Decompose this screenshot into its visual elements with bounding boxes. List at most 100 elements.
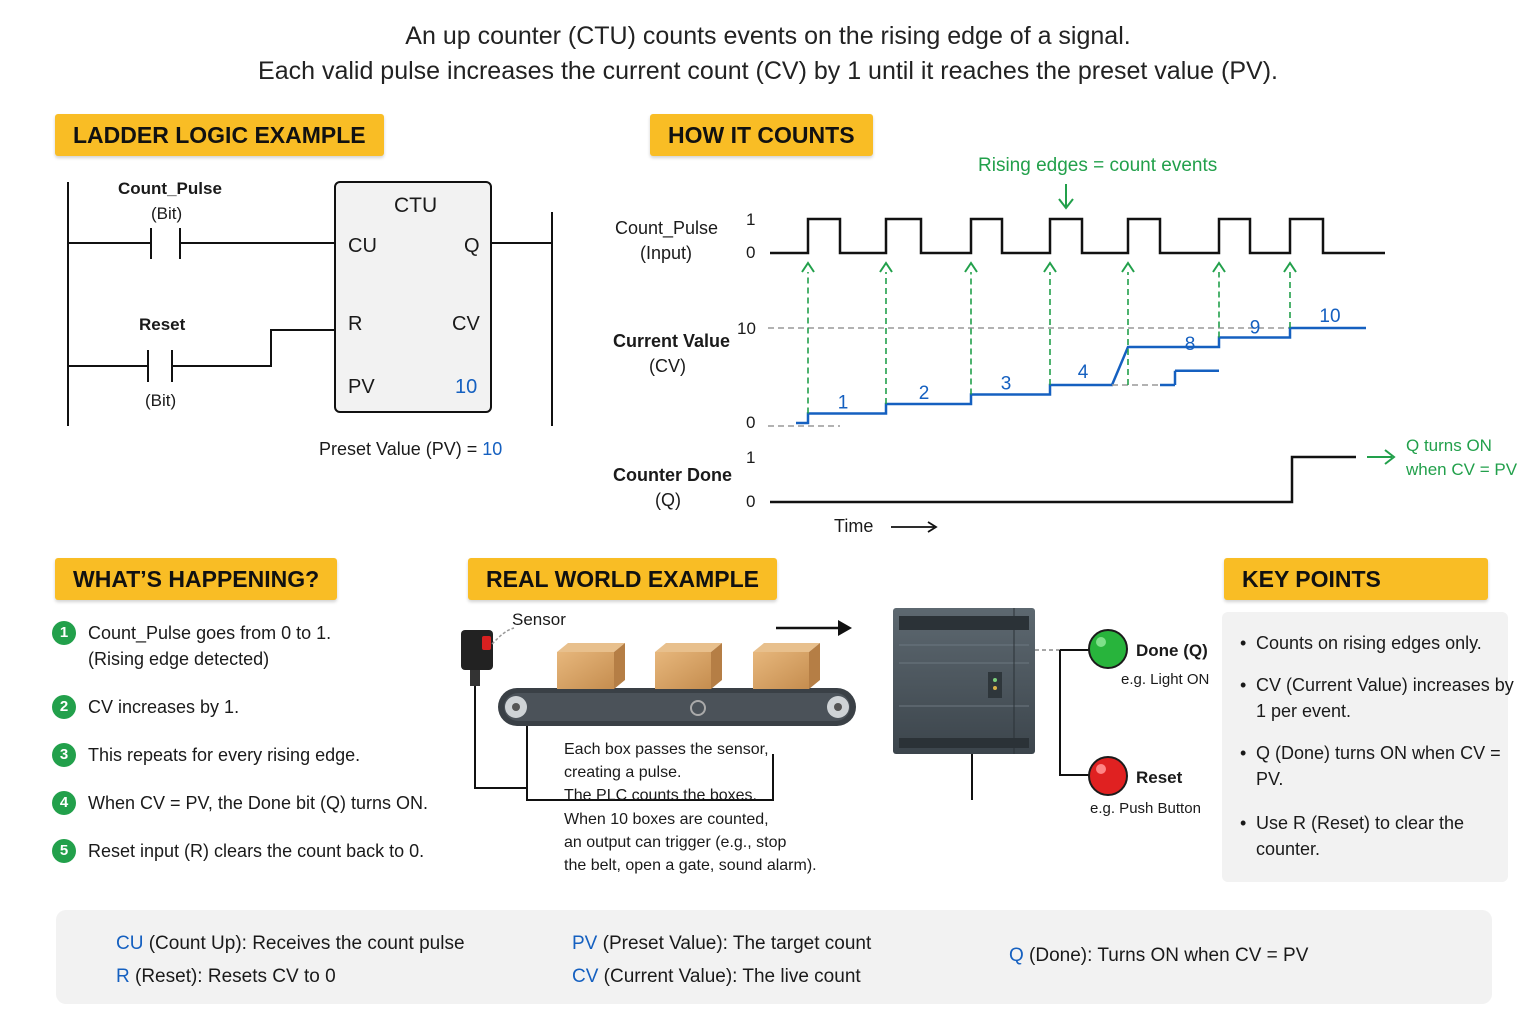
rising-edge-pointer-head <box>1058 198 1074 210</box>
section-how-it-counts: HOW IT COUNTS <box>650 114 873 156</box>
reset-button-label: Reset <box>1136 768 1183 787</box>
reset-button-icon <box>1088 756 1128 796</box>
cv-step-line <box>796 326 1366 425</box>
ctu-cv-pin: CV <box>452 313 480 335</box>
cv-axis-10: 10 <box>737 319 756 338</box>
real-world-illustration <box>461 608 1128 801</box>
step-text: Reset input (R) clears the count back to… <box>88 841 425 861</box>
done-q-sub: e.g. Light ON <box>1121 671 1210 688</box>
cv-axis-0: 0 <box>746 413 756 432</box>
done-label-sub: (Q) <box>655 490 681 510</box>
done-label: Counter Done <box>613 465 732 485</box>
cv-label: Current Value <box>613 331 731 351</box>
step-number-badge: 4 <box>52 791 76 815</box>
step-item: 5 Reset input (R) clears the count back t… <box>52 838 452 864</box>
description-line: creating a pulse. <box>564 764 682 782</box>
reset-label: Reset <box>139 315 186 334</box>
key-point-item: Use R (Reset) to clear the counter. <box>1240 810 1518 862</box>
section-whats-happening: WHAT’S HAPPENING? <box>55 558 338 600</box>
preset-value-caption: Preset Value (PV) = 10 <box>319 439 503 459</box>
input-axis-0: 0 <box>746 243 756 262</box>
ctu-r-pin: R <box>348 313 363 335</box>
box-icon <box>655 643 722 689</box>
input-label: Count_Pulse <box>615 218 719 238</box>
cv-step-label: 9 <box>1250 318 1261 339</box>
key-point-item: CV (Current Value) increases by 1 per ev… <box>1240 672 1518 724</box>
timing-chart: 1 2 3 4 8 9 10 <box>768 184 1396 533</box>
step-number-badge: 3 <box>52 743 76 767</box>
rising-edge-arrowhead <box>1121 261 1135 273</box>
rising-edge-arrowhead <box>1283 261 1297 273</box>
step-number-badge: 2 <box>52 695 76 719</box>
step-item: 3 This repeats for every rising edge. <box>52 742 452 768</box>
plc-icon <box>893 608 1035 754</box>
description-line: the belt, open a gate, sound alarm). <box>564 857 817 875</box>
count-pulse-bit: (Bit) <box>151 204 183 223</box>
intro-line-2: Each valid pulse increases the current c… <box>258 57 1278 85</box>
count-pulse-label: Count_Pulse <box>118 179 222 198</box>
key-point-item: Q (Done) turns ON when CV = PV. <box>1240 740 1518 792</box>
legend-q: Q (Done): Turns ON when CV = PV <box>1009 945 1309 966</box>
done-light-icon <box>1088 629 1128 669</box>
step-text: Count_Pulse goes from 0 to 1. <box>88 623 332 643</box>
rising-edge-arrowhead <box>879 261 893 273</box>
step-item: 4 When CV = PV, the Done bit (Q) turns ON… <box>52 790 452 816</box>
cv-step-label: 4 <box>1078 362 1089 383</box>
q-note-arrowhead <box>1384 449 1396 465</box>
cv-step-label: 8 <box>1185 334 1196 355</box>
step-text: When CV = PV, the Done bit (Q) turns ON. <box>88 793 428 813</box>
ctu-q-pin: Q <box>464 235 480 257</box>
box-icon <box>557 643 625 689</box>
rising-edge-arrowhead <box>964 261 978 273</box>
cv-label-sub: (CV) <box>649 356 686 376</box>
step-text-sub: (Rising edge detected) <box>88 649 270 669</box>
reset-bit: (Bit) <box>145 391 177 410</box>
description-line: an output can trigger (e.g., stop <box>564 833 787 851</box>
rising-edge-arrowhead <box>1043 261 1057 273</box>
step-item: 2 CV increases by 1. <box>52 694 452 720</box>
real-world-description: Each box passes the sensor,creating a pu… <box>564 738 864 877</box>
step-number-badge: 5 <box>52 839 76 863</box>
input-label-sub: (Input) <box>640 243 693 263</box>
ctu-pv-value: 10 <box>455 376 478 398</box>
section-ladder: LADDER LOGIC EXAMPLE <box>55 114 384 156</box>
arrow-right-icon <box>776 620 852 636</box>
cv-step-label: 10 <box>1319 306 1340 327</box>
sensor-icon <box>461 630 493 686</box>
done-q-label: Done (Q) <box>1136 641 1208 660</box>
description-line: The PLC counts the boxes. <box>564 787 757 805</box>
time-axis-label: Time <box>834 516 874 536</box>
sensor-label: Sensor <box>512 610 566 629</box>
section-key-points: KEY POINTS <box>1224 558 1488 600</box>
rising-edge-arrowhead <box>1212 261 1226 273</box>
intro-line-1: An up counter (CTU) counts events on the… <box>405 22 1131 50</box>
q-waveform <box>770 455 1356 504</box>
q-note-line-1: Q turns ON <box>1406 436 1492 455</box>
legend-pv: PV (Preset Value): The target count <box>572 933 872 954</box>
rising-edges-label: Rising edges = count events <box>978 155 1218 176</box>
legend-r: R (Reset): Resets CV to 0 <box>116 966 336 987</box>
rising-edge-arrowhead <box>801 261 815 273</box>
q-note-line-2: when CV = PV <box>1406 460 1518 479</box>
reset-button-sub: e.g. Push Button <box>1090 800 1201 817</box>
q-axis-1: 1 <box>746 448 756 467</box>
step-text: CV increases by 1. <box>88 697 240 717</box>
cv-step-label: 1 <box>838 393 849 414</box>
section-real-world: REAL WORLD EXAMPLE <box>468 558 778 600</box>
cv-step-label: 3 <box>1001 374 1012 395</box>
ladder-diagram <box>67 181 553 426</box>
time-arrowhead <box>927 521 938 533</box>
conveyor-belt-icon <box>498 688 856 726</box>
legend-bar: CU (Count Up): Receives the count pulse … <box>56 910 1492 1004</box>
key-point-item: Counts on rising edges only. <box>1240 630 1518 656</box>
count-pulse-waveform <box>770 217 1385 255</box>
step-text: This repeats for every rising edge. <box>88 745 361 765</box>
ctu-pv-pin: PV <box>348 376 375 398</box>
ctu-cu-pin: CU <box>348 235 377 257</box>
ctu-block <box>334 181 492 413</box>
box-icon <box>753 643 820 689</box>
legend-cv: CV (Current Value): The live count <box>572 966 861 987</box>
cv-step-label: 2 <box>919 383 930 404</box>
